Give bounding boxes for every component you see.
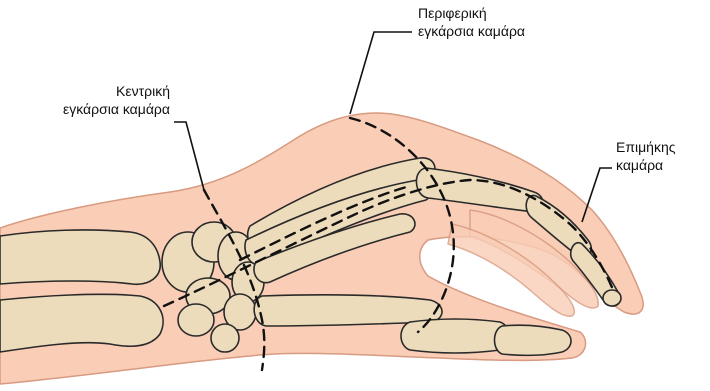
central-arch-label-line2: εγκάρσια καμάρα	[20, 100, 170, 118]
peripheral-leader	[350, 32, 412, 114]
peripheral-arch-label-line1: Περιφερική	[418, 4, 525, 22]
longitudinal-arch-label-line1: Επιμήκης	[616, 138, 676, 156]
peripheral-arch-label: Περιφερική εγκάρσια καμάρα	[418, 4, 525, 40]
peripheral-arch-label-line2: εγκάρσια καμάρα	[418, 22, 525, 40]
ulna-bone	[0, 294, 163, 352]
longitudinal-arch-label: Επιμήκης καμάρα	[616, 138, 676, 174]
central-leader	[174, 122, 204, 190]
longitudinal-arch-label-line2: καμάρα	[616, 156, 676, 174]
radius-bone	[0, 230, 160, 284]
central-arch-label: Κεντρική εγκάρσια καμάρα	[20, 82, 170, 118]
central-arch-label-line1: Κεντρική	[20, 82, 170, 100]
